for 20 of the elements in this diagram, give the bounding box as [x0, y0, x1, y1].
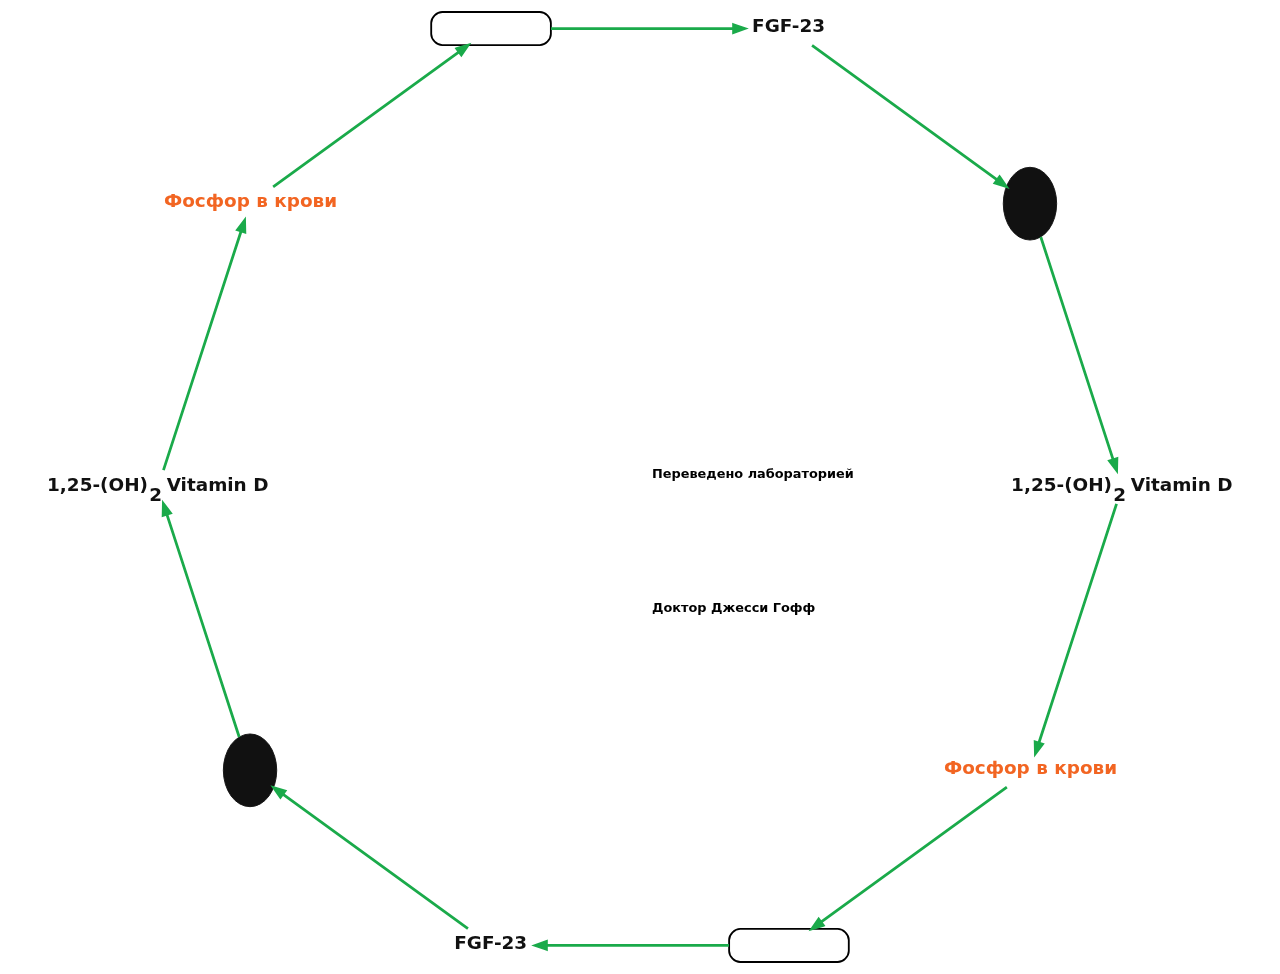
arrow — [162, 216, 247, 471]
label: Доктор Джесси Гофф — [651, 599, 816, 615]
arrow — [1039, 236, 1119, 475]
arrow — [550, 22, 749, 35]
arrow — [808, 786, 1008, 932]
node-text: FGF-23 — [454, 932, 528, 954]
node-kidney — [222, 733, 278, 808]
arrow — [272, 42, 472, 188]
arrow — [531, 939, 730, 952]
arrow — [811, 44, 1010, 189]
node-text: FGF-23 — [752, 15, 826, 37]
arrow — [161, 499, 241, 738]
node-text: Фосфор в крови — [163, 190, 338, 212]
arrow — [1033, 503, 1118, 758]
node-bone — [430, 11, 552, 47]
node-text: Фосфор в крови — [943, 757, 1118, 778]
label: Переведено лабораторией — [651, 465, 854, 481]
node-kidney — [1002, 166, 1058, 241]
node-bone — [728, 927, 850, 963]
arrow — [270, 785, 469, 930]
